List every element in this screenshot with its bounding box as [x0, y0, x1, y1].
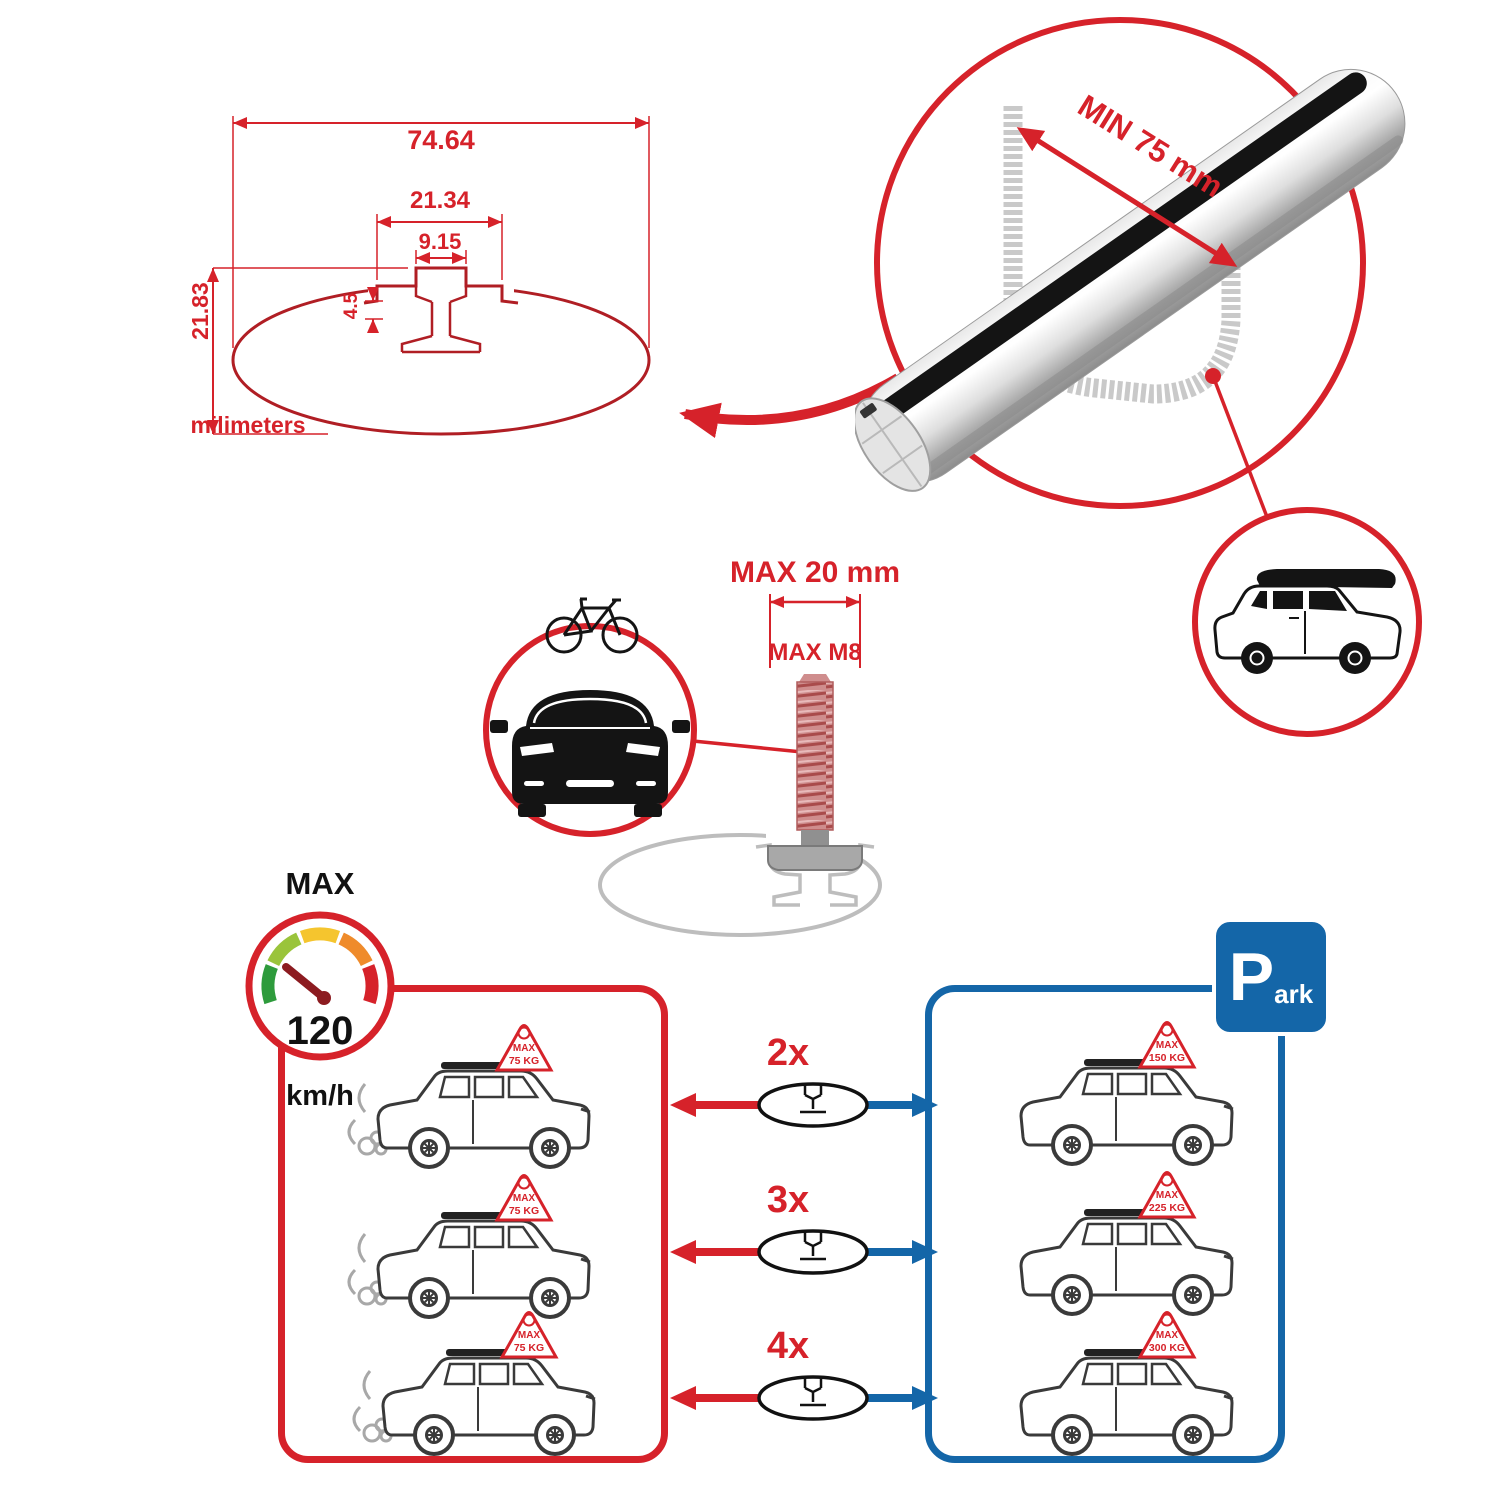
t-bolt-icon [767, 674, 863, 871]
capacity-row-3: 4x [670, 1325, 938, 1421]
svg-text:MAX: MAX [1156, 1040, 1179, 1051]
car-per-bar-row3: MAX 75 KG [352, 1311, 597, 1456]
bicycle-icon [545, 597, 639, 654]
bolt-diagram: MAX 20 mm MAX M8 [483, 556, 900, 937]
suv-icon [1019, 1347, 1235, 1456]
max-thread-label: MAX M8 [768, 639, 861, 666]
car-total-row2: MAX 225 KG [1019, 1171, 1235, 1316]
speedometer-icon: 120 [245, 911, 395, 1061]
blue-capacity-panel [925, 985, 1285, 1463]
dim-lip-label: 4.5 [341, 292, 363, 320]
svg-text:MAX: MAX [518, 1330, 541, 1341]
svg-text:300 KG: 300 KG [1149, 1342, 1185, 1354]
car-roofbox-circle [1192, 507, 1422, 737]
suv-roofbox-icon [1213, 569, 1402, 674]
svg-text:75 KG: 75 KG [509, 1205, 539, 1217]
car-total-row1: MAX 150 KG [1019, 1021, 1235, 1166]
park-sign: P ark [1212, 918, 1330, 1036]
suv-icon [376, 1060, 592, 1169]
min-span-arrow [1016, 127, 1238, 267]
svg-text:MAX: MAX [1156, 1190, 1179, 1201]
svg-text:225 KG: 225 KG [1149, 1202, 1185, 1214]
cargo-tag-icon: MAX 300 KG [1137, 1311, 1197, 1359]
suv-icon [376, 1210, 592, 1319]
dim-height-label: 21.83 [186, 282, 213, 340]
speed-value: 120 [287, 1009, 354, 1053]
units-label: milimeters [190, 412, 306, 438]
suv-icon [381, 1347, 597, 1456]
max-width-dimension [769, 594, 861, 668]
needle [282, 963, 328, 1002]
cargo-tag-icon: MAX 75 KG [499, 1311, 559, 1359]
cargo-tag-icon: MAX 150 KG [1137, 1021, 1197, 1069]
dim-slot-opening-label: 9.15 [418, 229, 462, 254]
car-per-bar-row1: MAX 75 KG [347, 1024, 592, 1169]
dimension-lines [207, 116, 650, 435]
svg-text:150 KG: 150 KG [1149, 1052, 1185, 1064]
multiplier-label: 3x [767, 1179, 809, 1221]
speed-max-caption: MAX [285, 866, 355, 901]
svg-text:MAX: MAX [513, 1193, 536, 1204]
cargo-tag-icon: MAX 225 KG [1137, 1171, 1197, 1219]
suv-icon [1019, 1057, 1235, 1166]
cargo-tag-icon: MAX 75 KG [494, 1024, 554, 1072]
svg-text:MAX: MAX [1156, 1330, 1179, 1341]
dim-width-label: 74.64 [407, 125, 475, 155]
svg-text:75 KG: 75 KG [509, 1055, 539, 1067]
svg-text:75 KG: 75 KG [514, 1342, 544, 1354]
red-capacity-panel [278, 985, 668, 1463]
car-total-row3: MAX 300 KG [1019, 1311, 1235, 1456]
pointer-line [692, 739, 803, 754]
multiplier-label: 4x [767, 1325, 809, 1367]
svg-text:MAX: MAX [513, 1043, 536, 1054]
max-width-label: MAX 20 mm [730, 556, 900, 589]
speed-unit-label: km/h [286, 1080, 354, 1112]
park-sign-suffix: ark [1274, 978, 1314, 1009]
park-sign-letter: P [1228, 939, 1275, 1015]
cargo-tag-icon: MAX 75 KG [494, 1174, 554, 1222]
car-front-icon [490, 690, 690, 817]
connector-line [1211, 375, 1269, 518]
car-per-bar-row2: MAX 75 KG [347, 1174, 592, 1319]
multiplier-column: 2x 3x 4x [670, 1032, 938, 1421]
profile-cross-section-icon [231, 266, 651, 436]
curved-arrow [679, 373, 901, 439]
crossbar-inset: MIN 75 mm [855, 17, 1422, 737]
suv-icon [1019, 1207, 1235, 1316]
capacity-row-1: 2x [670, 1032, 938, 1128]
multiplier-label: 2x [767, 1032, 809, 1074]
profile-dimension-diagram [207, 116, 651, 436]
dim-slot-outer-label: 21.34 [409, 187, 471, 214]
capacity-row-2: 3x [670, 1179, 938, 1275]
